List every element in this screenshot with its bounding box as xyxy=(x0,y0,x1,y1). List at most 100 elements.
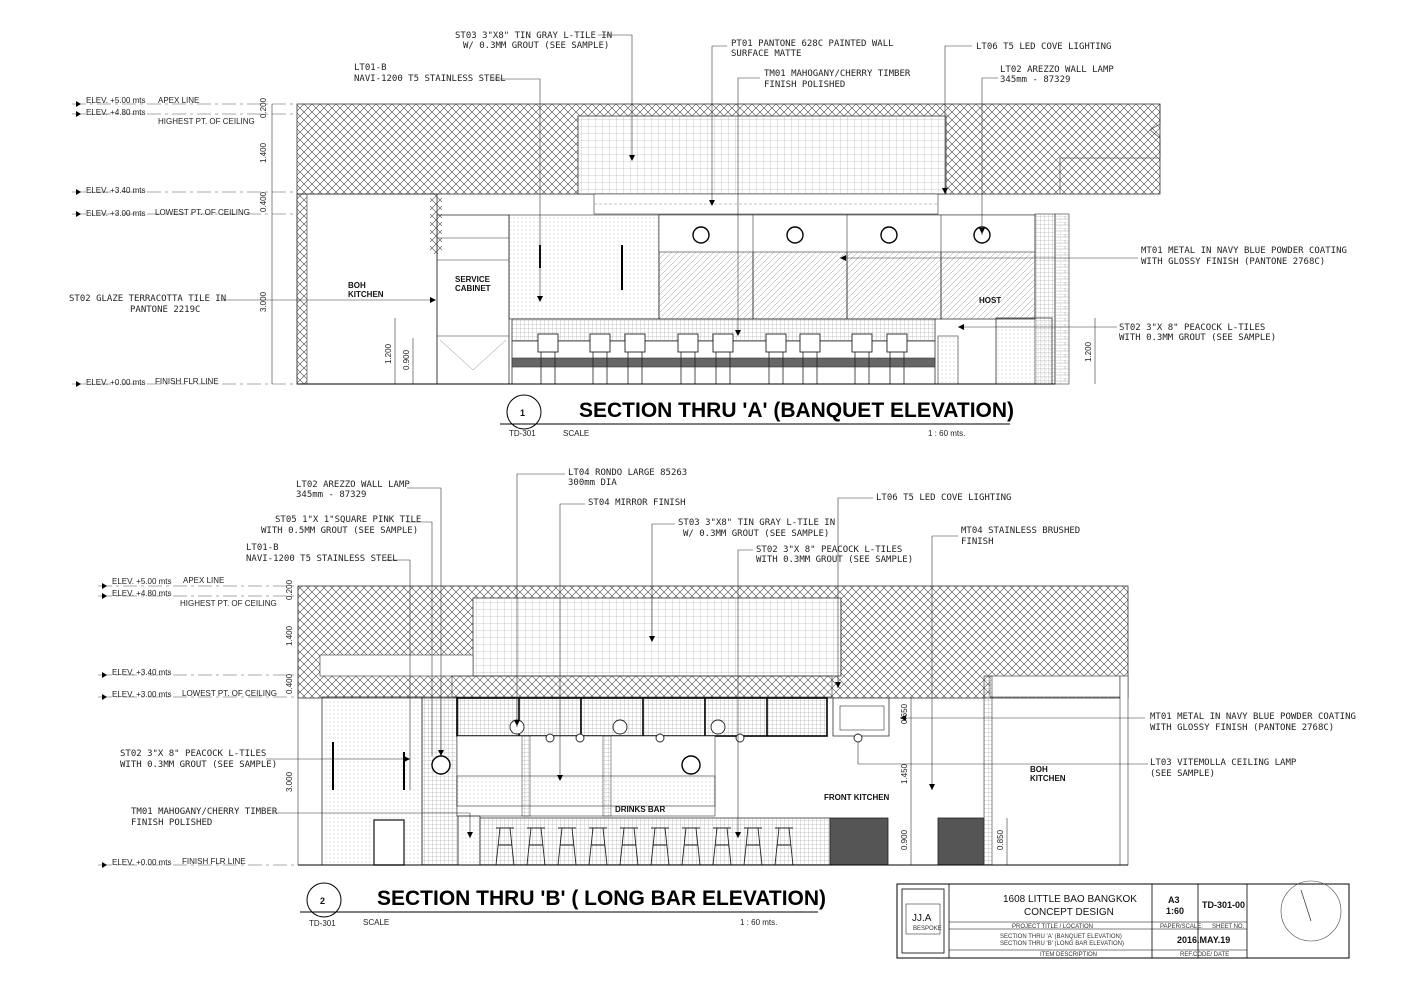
project-line-1: 1608 LITTLE BAO BANGKOK xyxy=(1003,894,1137,905)
logo-subtext: BESPOKE xyxy=(913,926,942,932)
section-a-level-5-elev: ELEV. +0.00 mts xyxy=(86,378,146,387)
section-b-dim-8: 0.850 xyxy=(996,829,1005,850)
section-b-level-1-desc: APEX LINE xyxy=(183,576,224,585)
section-b-note-lt01-l2: NAVI-1200 T5 STAINLESS STEEL xyxy=(246,554,398,564)
section-a-note-lt01-l2: NAVI-1200 T5 STAINLESS STEEL xyxy=(354,74,506,84)
section-b-tile-ceiling-panel xyxy=(473,598,841,676)
section-a-host-stand xyxy=(995,317,1053,385)
section-b-title: SECTION THRU 'B' ( LONG BAR ELEVATION) xyxy=(377,887,826,910)
section-b-dim-5: 0.650 xyxy=(900,703,909,724)
section-b-level-5-desc: FINISH FLR LINE xyxy=(182,857,246,866)
section-a-level-1-elev: ELEV. +5.00 mts xyxy=(86,96,146,105)
section-a-chairs xyxy=(537,333,908,353)
section-b-level-4-desc: LOWEST PT. OF CEILING xyxy=(182,689,277,698)
section-a-note-st03-l2: W/ 0.3MM GROUT (SEE SAMPLE) xyxy=(463,41,609,51)
section-b-note-lt06: LT06 T5 LED COVE LIGHTING xyxy=(876,493,1011,503)
section-a-level-3-elev: ELEV. +3.40 mts xyxy=(86,186,146,195)
section-b-front-kitchen-counter xyxy=(829,817,889,866)
section-b-scale-label: SCALE xyxy=(363,918,389,927)
section-a-level-lines xyxy=(72,103,297,385)
section-b-note-st02-l2: WITH 0.3MM GROUT (SEE SAMPLE) xyxy=(756,555,913,565)
section-a-room-host: HOST xyxy=(979,296,1001,305)
section-a-banquette-back-wall xyxy=(508,214,660,320)
section-a-dim-3: 0.400 xyxy=(259,191,268,212)
section-b-note-mt01-l1: MT01 METAL IN NAVY BLUE POWDER COATING xyxy=(1150,712,1356,722)
section-b-left-wall xyxy=(321,696,423,866)
section-b-level-5-elev: ELEV. +0.00 mts xyxy=(112,858,172,867)
section-a-note-lt01-l1: LT01-B xyxy=(354,63,387,73)
section-a-note-tm01-l2: FINISH POLISHED xyxy=(764,80,845,90)
section-b-level-2-elev: ELEV. +4.80 mts xyxy=(112,589,172,598)
logo-text: JJ.A xyxy=(912,913,932,924)
section-b-room-kitchen: KITCHEN xyxy=(1030,774,1066,783)
project-caption: PROJECT TITLE / LOCATION xyxy=(1012,924,1093,930)
paper-caption: PAPER/SCALE: xyxy=(1160,924,1203,930)
description-caption: ITEM DESCRIPTION xyxy=(1040,952,1097,958)
section-b-elevation: ELEV. +5.00 mts APEX LINE ELEV. +4.80 mt… xyxy=(98,468,1356,928)
sheet-caption: SHEET NO. xyxy=(1212,924,1245,930)
section-a-note-st03-l1: ST03 3"X8" TIN GRAY L-TILE IN xyxy=(455,31,612,41)
sheet-number: TD-301-00 xyxy=(1202,900,1245,910)
section-a-note-mt01-l2: WITH GLOSSY FINISH (PANTONE 2768C) xyxy=(1141,257,1325,267)
section-a-leader-lines xyxy=(222,34,1138,335)
section-b-bar-counter xyxy=(479,817,831,866)
section-a-level-4-desc: LOWEST PT. OF CEILING xyxy=(155,208,250,217)
section-b-note-tm01-l1: TM01 MAHOGANY/CHERRY TIMBER xyxy=(131,807,278,817)
section-b-note-lt04-l1: LT04 RONDO LARGE 85263 xyxy=(568,468,687,478)
section-b-scale-value: 1 : 60 mts. xyxy=(740,918,777,927)
section-b-note-st03-l2: W/ 0.3MM GROUT (SEE SAMPLE) xyxy=(683,529,829,539)
section-b-note-st03-l1: ST03 3"X8" TIN GRAY L-TILE IN xyxy=(678,518,835,528)
section-a-level-2-elev: ELEV. +4.80 mts xyxy=(86,108,146,117)
section-a-level-markers xyxy=(76,101,81,387)
paper-scale: 1:60 xyxy=(1166,906,1184,916)
north-arrow-icon xyxy=(1280,880,1342,942)
title-block: JJ.A BESPOKE 1608 LITTLE BAO BANGKOK CON… xyxy=(896,880,1350,959)
section-a-dim-6: 0.900 xyxy=(402,349,411,370)
section-b-boh-counter xyxy=(937,817,985,866)
section-a-level-2-desc: HIGHEST PT. OF CEILING xyxy=(158,117,255,126)
section-a-note-st02-l2: PANTONE 2219C xyxy=(130,305,200,315)
section-a-note-pt01-l2: SURFACE MATTE xyxy=(731,49,801,59)
section-b-note-mt04-l1: MT04 STAINLESS BRUSHED xyxy=(961,526,1080,536)
section-b-dim-1: 0.200 xyxy=(285,579,294,600)
project-line-2: CONCEPT DESIGN xyxy=(1024,907,1114,918)
section-a-dim-lines xyxy=(271,104,1096,384)
section-b-room-front-kitchen: FRONT KITCHEN xyxy=(824,793,890,802)
section-a-note-st02b-l1: ST02 3"X 8" PEACOCK L-TILES xyxy=(1119,323,1265,333)
section-a-dim-2: 1.400 xyxy=(259,142,268,163)
section-a-number-bubble xyxy=(506,394,542,430)
section-a-dim-7: 1.200 xyxy=(1084,341,1093,362)
section-b-note-lt02-l1: LT02 AREZZO WALL LAMP xyxy=(296,480,410,490)
section-b-room-drinks-bar: DRINKS BAR xyxy=(615,805,665,814)
section-a-room-boh: BOH xyxy=(348,281,366,290)
section-b-level-markers xyxy=(102,583,107,868)
section-a-room-service: SERVICE xyxy=(455,275,491,284)
section-b-note-mt01-l2: WITH GLOSSY FINISH (PANTONE 2768C) xyxy=(1150,723,1334,733)
section-b-dim-4: 3.000 xyxy=(285,771,294,792)
section-a-note-tm01-l1: TM01 MAHOGANY/CHERRY TIMBER xyxy=(764,69,911,79)
section-a-level-1-desc: APEX LINE xyxy=(158,96,199,105)
section-b-level-2-desc: HIGHEST PT. OF CEILING xyxy=(180,599,277,608)
date-caption: REF.CODE/ DATE xyxy=(1180,952,1229,958)
section-b-number-bubble xyxy=(306,882,342,918)
section-a-note-st02b-l2: WITH 0.3MM GROUT (SEE SAMPLE) xyxy=(1119,333,1276,343)
section-b-note-lt03-l2: (SEE SAMPLE) xyxy=(1150,769,1215,779)
section-a-scale-value: 1 : 60 mts. xyxy=(928,429,965,438)
section-b-room-boh: BOH xyxy=(1030,765,1048,774)
section-b-note-mt04-l2: FINISH xyxy=(961,537,994,547)
section-b-note-lt02-l2: 345mm - 87329 xyxy=(296,490,366,500)
section-b-leader-lines xyxy=(266,473,1148,838)
section-a-title: SECTION THRU 'A' (BANQUET ELEVATION) xyxy=(579,399,1014,422)
section-b-leader-arrows xyxy=(404,636,935,838)
section-a-note-mt01-l1: MT01 METAL IN NAVY BLUE POWDER COATING xyxy=(1141,246,1347,256)
section-b-note-st05-l1: ST05 1"X 1"SQUARE PINK TILE xyxy=(275,515,421,525)
section-b-dim-6: 1.450 xyxy=(900,763,909,784)
section-b-level-3-elev: ELEV. +3.40 mts xyxy=(112,668,172,677)
section-b-note-st02-l1: ST02 3"X 8" PEACOCK L-TILES xyxy=(756,545,902,555)
section-a-banquette-seat xyxy=(511,357,936,368)
section-a-left-wall xyxy=(296,193,308,385)
section-a-note-lt02-l1: LT02 AREZZO WALL LAMP xyxy=(1000,65,1114,75)
section-b-note-st05-l2: WITH 0.5MM GROUT (SEE SAMPLE) xyxy=(261,526,418,536)
section-a-note-lt02-l2: 345mm - 87329 xyxy=(1000,75,1070,85)
